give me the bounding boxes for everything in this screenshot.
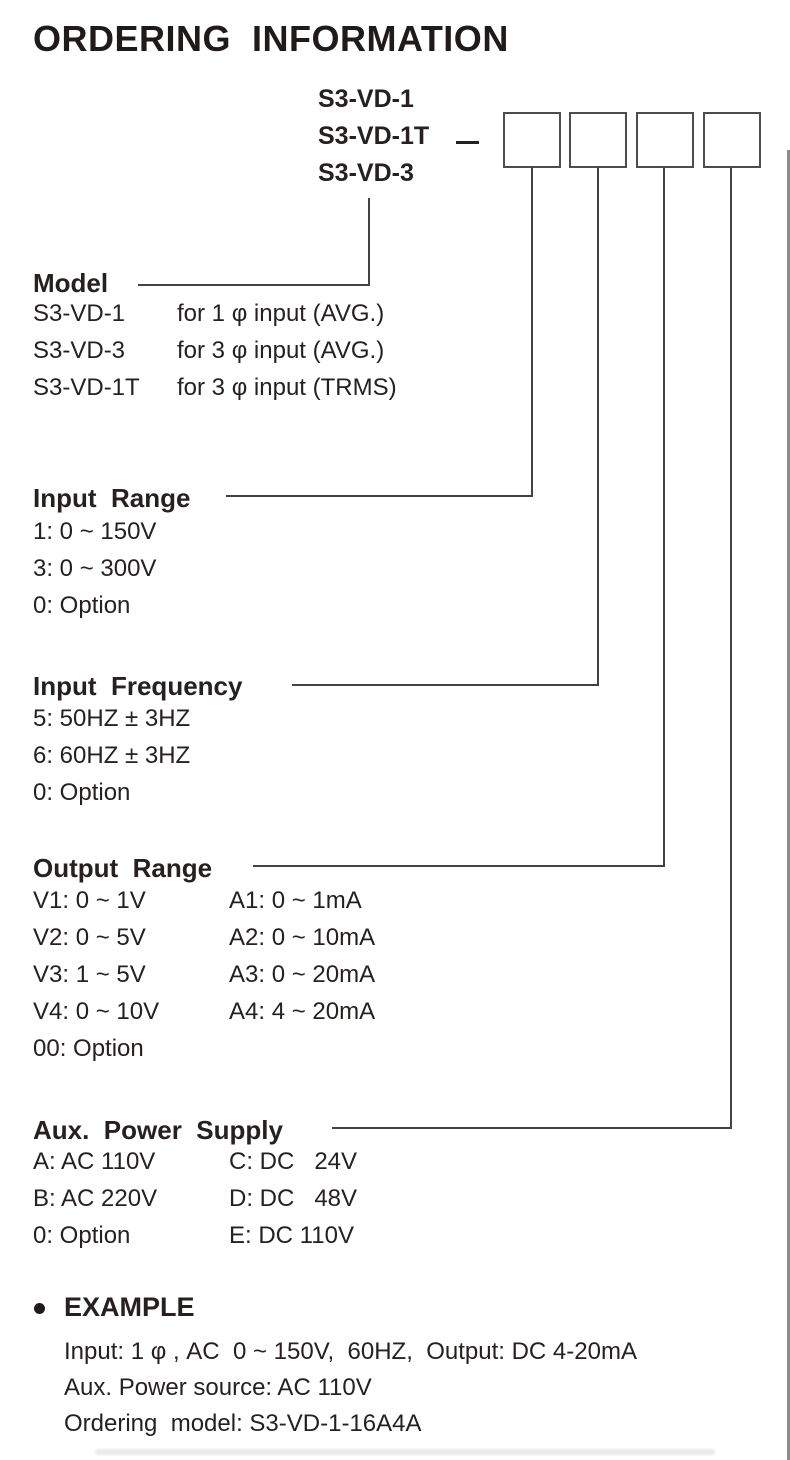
order-code-box-input-range <box>503 112 561 168</box>
list-item: E: DC 110V <box>229 1222 354 1249</box>
connector-line-model-vertical <box>368 198 370 286</box>
list-item: S3-VD-3 <box>33 337 126 364</box>
section-heading-aux-power: Aux. Power Supply <box>33 1115 283 1145</box>
lead-line-input-range <box>226 495 533 497</box>
list-item: for 3 φ input (TRMS) <box>177 374 397 401</box>
list-item: V2: 0 ~ 5V <box>33 924 146 951</box>
list-item: 00: Option <box>33 1035 144 1062</box>
order-code-box-output-range <box>636 112 694 168</box>
lead-line-aux-power <box>332 1127 732 1129</box>
example-line-aux: Aux. Power source: AC 110V <box>64 1374 372 1401</box>
input-frequency-list: 5: 50HZ ± 3HZ 6: 60HZ ± 3HZ 0: Option <box>33 700 190 811</box>
section-heading-model: Model <box>33 268 109 298</box>
model-code-list: S3-VD-1 S3-VD-1T S3-VD-3 <box>318 81 429 192</box>
order-code-box-input-frequency <box>569 112 627 168</box>
list-item: V4: 0 ~ 10V <box>33 998 160 1025</box>
section-heading-input-range: Input Range <box>33 483 191 513</box>
list-item: A3: 0 ~ 20mA <box>229 961 376 988</box>
list-item: 0: Option <box>33 1222 131 1249</box>
scan-artifact <box>95 1449 715 1455</box>
list-item: 1: 0 ~ 150V <box>33 518 157 545</box>
example-heading: EXAMPLE <box>64 1292 195 1322</box>
list-item: for 3 φ input (AVG.) <box>177 337 385 364</box>
output-range-current-list: A1: 0 ~ 1mA A2: 0 ~ 10mA A3: 0 ~ 20mA A4… <box>229 882 375 1030</box>
list-item: B: AC 220V <box>33 1185 158 1212</box>
lead-line-input-frequency <box>292 684 599 686</box>
scan-edge-artifact <box>787 150 790 1460</box>
model-row-descriptions: for 1 φ input (AVG.) for 3 φ input (AVG.… <box>177 295 397 406</box>
connector-line-aux-power <box>730 167 732 1129</box>
list-item: 6: 60HZ ± 3HZ <box>33 742 191 769</box>
model-code-2: S3-VD-1T <box>318 122 430 150</box>
model-code-1: S3-VD-1 <box>318 85 414 113</box>
list-item: C: DC 24V <box>229 1148 358 1175</box>
input-range-list: 1: 0 ~ 150V 3: 0 ~ 300V 0: Option <box>33 513 156 624</box>
model-code-3: S3-VD-3 <box>318 159 414 187</box>
list-item: A2: 0 ~ 10mA <box>229 924 376 951</box>
example-line-input: Input: 1 φ , AC 0 ~ 150V, 60HZ, Output: … <box>64 1338 637 1365</box>
aux-power-list-left: A: AC 110V B: AC 220V 0: Option <box>33 1143 157 1254</box>
connector-line-input-range <box>531 167 533 497</box>
connector-line-input-frequency <box>597 167 599 686</box>
example-line-ordering-model: Ordering model: S3-VD-1-16A4A <box>64 1410 422 1437</box>
connector-line-model-horizontal <box>138 284 370 286</box>
list-item: S3-VD-1 <box>33 300 126 327</box>
list-item: 0: Option <box>33 592 131 619</box>
lead-line-output-range <box>253 865 665 867</box>
list-item: for 1 φ input (AVG.) <box>177 300 385 327</box>
list-item: 3: 0 ~ 300V <box>33 555 157 582</box>
list-item: A1: 0 ~ 1mA <box>229 887 362 914</box>
bullet-icon <box>34 1303 45 1314</box>
page-title: ORDERING INFORMATION <box>33 18 509 59</box>
list-item: S3-VD-1T <box>33 374 140 401</box>
order-code-box-aux-power <box>703 112 761 168</box>
example-lines: Input: 1 φ , AC 0 ~ 150V, 60HZ, Output: … <box>64 1334 637 1442</box>
list-item: A: AC 110V <box>33 1148 156 1175</box>
section-heading-input-frequency: Input Frequency <box>33 671 243 701</box>
list-item: V1: 0 ~ 1V <box>33 887 146 914</box>
list-item: A4: 4 ~ 20mA <box>229 998 376 1025</box>
connector-line-output-range <box>663 167 665 867</box>
list-item: V3: 1 ~ 5V <box>33 961 146 988</box>
separator-dash-icon <box>456 141 479 144</box>
output-range-voltage-list: V1: 0 ~ 1V V2: 0 ~ 5V V3: 1 ~ 5V V4: 0 ~… <box>33 882 159 1067</box>
aux-power-list-right: C: DC 24V D: DC 48V E: DC 110V <box>229 1143 357 1254</box>
section-heading-output-range: Output Range <box>33 853 213 883</box>
model-row-codes: S3-VD-1 S3-VD-3 S3-VD-1T <box>33 295 140 406</box>
list-item: 0: Option <box>33 779 131 806</box>
list-item: 5: 50HZ ± 3HZ <box>33 705 191 732</box>
list-item: D: DC 48V <box>229 1185 358 1212</box>
